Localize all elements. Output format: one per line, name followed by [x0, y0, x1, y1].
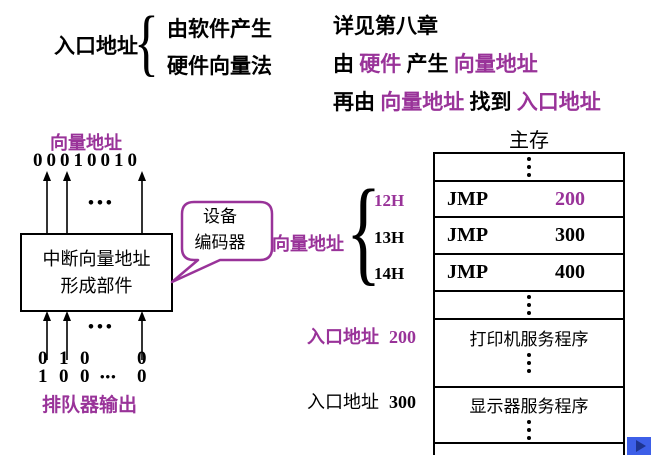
- queue-bit: 0: [137, 366, 147, 387]
- memory-row-jmp-400: JMP 400: [435, 255, 623, 292]
- memory-row-jmp-300: JMP 300: [435, 218, 623, 255]
- up-arrows-bottom-icon: [43, 311, 146, 360]
- up-arrows-top-icon: [43, 171, 146, 233]
- box-line-1: 中断向量地址: [42, 249, 151, 269]
- memory-row-display-service: 显示器服务程序: [435, 388, 623, 444]
- ellipsis-bottom-icon: •••: [88, 317, 115, 336]
- hardware-vector-option: 硬件向量法: [167, 54, 272, 78]
- vector-address-bits: 00010010: [33, 150, 141, 171]
- vector-address-brace-label: 向量地址: [272, 234, 344, 254]
- memory-brace-icon: {: [346, 165, 382, 296]
- hardware-generates-vector-note: 由 硬件 产生 向量地址: [333, 52, 538, 76]
- memory-row-jmp-200: JMP 200: [435, 182, 623, 218]
- queue-bit: 0: [137, 348, 147, 369]
- jmp-target: 200: [555, 187, 585, 210]
- vector-address-12h: 12H: [374, 191, 405, 210]
- queue-bit: 0: [59, 366, 69, 387]
- queue-bit: 1: [59, 348, 69, 369]
- device-encoder-callout: 设备 编码器: [182, 204, 258, 256]
- software-generated-option: 由软件产生: [167, 17, 272, 41]
- queue-ellipsis-icon: •••: [100, 369, 117, 384]
- vector-address-output-label: 向量地址: [50, 133, 122, 153]
- memory-row-dots: [435, 154, 623, 182]
- next-slide-button[interactable]: [627, 437, 651, 455]
- box-line-2: 形成部件: [60, 276, 133, 296]
- ellipsis-top-icon: •••: [88, 193, 115, 212]
- jmp-op: JMP: [447, 261, 489, 283]
- vertical-dots-icon: [527, 295, 531, 315]
- entry-address-label: 入口地址: [54, 34, 138, 58]
- memory-row-cutoff: [435, 444, 623, 455]
- queue-bit: 0: [80, 348, 90, 369]
- queue-bit: 1: [38, 366, 48, 387]
- vector-address-13h: 13H: [374, 228, 405, 247]
- vertical-dots-icon: [527, 157, 531, 177]
- see-chapter-note: 详见第八章: [333, 14, 438, 38]
- jmp-target: 400: [555, 261, 585, 283]
- interrupt-vector-former-box: 中断向量地址 形成部件: [20, 233, 173, 312]
- vertical-dots-icon: [527, 353, 531, 373]
- vector-finds-entry-note: 再由 向量地址 找到 入口地址: [333, 90, 601, 114]
- queue-output-label: 排队器输出: [42, 395, 138, 416]
- printer-service-label: 打印机服务程序: [469, 330, 589, 349]
- queue-bit: 0: [80, 366, 90, 387]
- display-service-label: 显示器服务程序: [469, 397, 589, 416]
- vector-address-14h: 14H: [374, 264, 405, 283]
- jmp-op: JMP: [447, 224, 489, 246]
- memory-table: JMP 200 JMP 300 JMP 400 打印机服务程序 显示器服务程序: [433, 152, 625, 455]
- left-brace-icon: {: [134, 2, 159, 84]
- memory-row-printer-service: 打印机服务程序: [435, 320, 623, 388]
- main-memory-title: 主存: [509, 130, 549, 152]
- next-arrow-icon: [636, 440, 646, 452]
- queue-bit: 0: [38, 348, 48, 369]
- memory-row-dots: [435, 292, 623, 320]
- device-encoder-callout-shape: [170, 200, 274, 284]
- vertical-dots-icon: [527, 420, 531, 440]
- jmp-target: 300: [555, 224, 585, 246]
- callout-line-2: 编码器: [194, 233, 246, 252]
- jmp-op: JMP: [447, 187, 489, 210]
- callout-line-1: 设备: [203, 207, 237, 226]
